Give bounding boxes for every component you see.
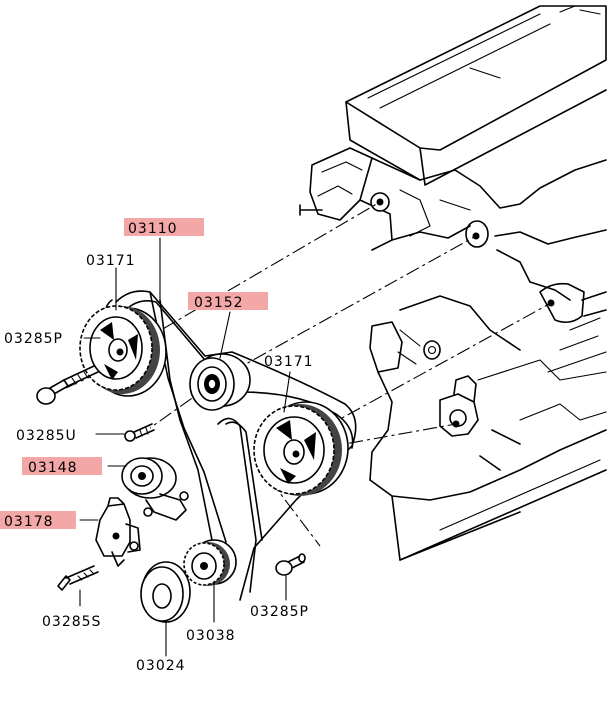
part-labels: 03110 03171 03285P 03152 03171 03285U 03…	[4, 221, 314, 674]
label-03285s: 03285S	[42, 614, 101, 630]
label-03285p-right: 03285P	[250, 604, 309, 620]
label-highlights	[0, 218, 268, 529]
leader-lines	[79, 237, 291, 657]
label-03171-upper: 03171	[86, 253, 136, 269]
crank-flange	[140, 561, 191, 623]
camshaft-sprocket-right	[253, 401, 349, 496]
camshaft-sprocket-left	[79, 305, 167, 397]
label-03285u: 03285U	[16, 428, 77, 444]
label-03038: 03038	[186, 628, 236, 644]
tensioner-pulley	[121, 457, 189, 521]
highlight-03110	[124, 218, 204, 236]
highlight-03152	[188, 292, 268, 310]
label-03148: 03148	[28, 460, 78, 476]
label-03152: 03152	[194, 295, 244, 311]
bolt-03285u	[124, 423, 155, 442]
label-03171-lower: 03171	[264, 354, 314, 370]
engine-block	[299, 5, 607, 561]
highlight-03178	[0, 511, 76, 529]
idler-pulley	[189, 353, 251, 411]
bolt-03285s	[57, 565, 99, 591]
label-03285p-left: 03285P	[4, 331, 63, 347]
bolt-03285p-left	[36, 365, 99, 405]
auto-tensioner	[95, 497, 141, 567]
label-03024: 03024	[136, 658, 186, 674]
highlight-03148	[22, 457, 102, 475]
bolt-03285p-right	[275, 553, 306, 576]
label-03110: 03110	[128, 221, 178, 237]
label-03178: 03178	[4, 514, 54, 530]
crankshaft-sprocket	[183, 539, 237, 586]
